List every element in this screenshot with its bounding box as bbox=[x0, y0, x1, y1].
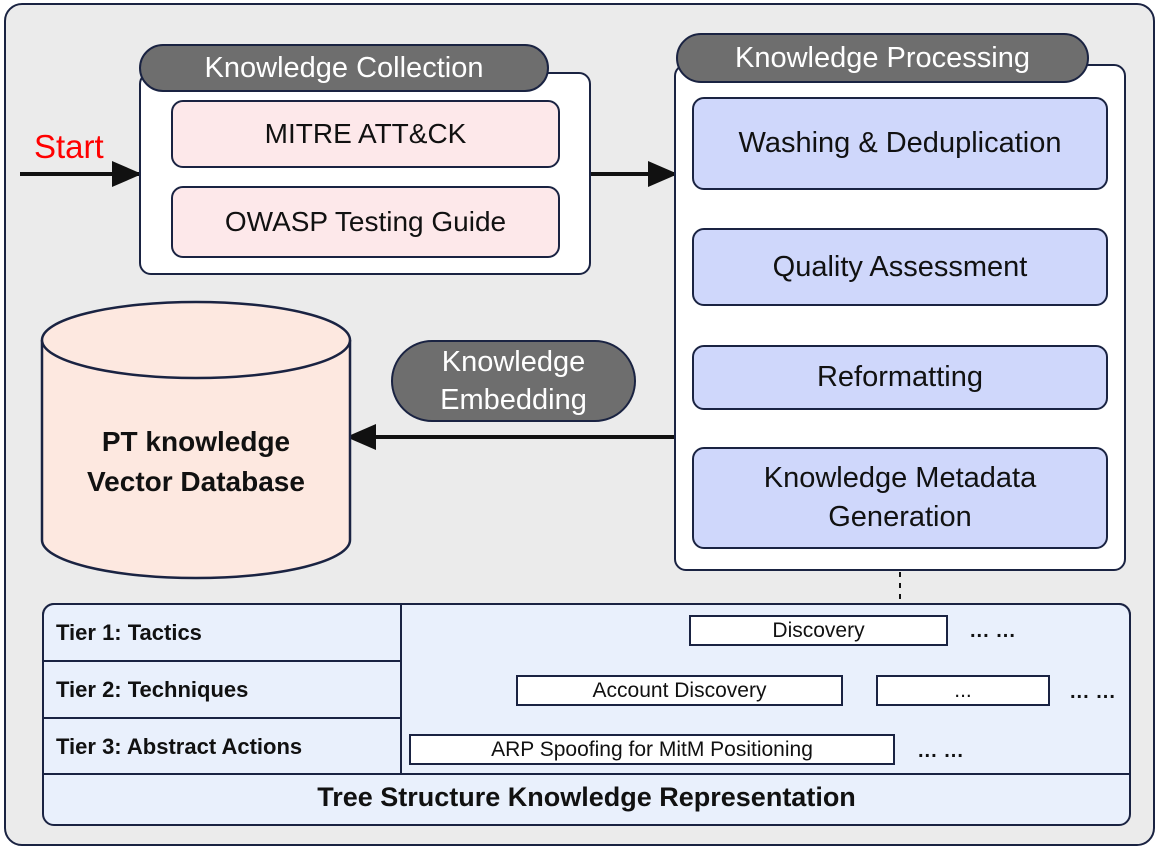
database-line2: Vector Database bbox=[87, 466, 305, 497]
tier-row-divider-2 bbox=[42, 717, 402, 719]
embedding-line2: Embedding bbox=[440, 384, 587, 416]
tree-panel bbox=[42, 603, 1131, 826]
ellipsis-tier2: ... ... bbox=[1070, 681, 1116, 703]
tier-2-label: Tier 2: Techniques bbox=[56, 676, 249, 702]
step-metadata: Knowledge Metadata Generation bbox=[692, 447, 1108, 549]
ellipsis-tier3: ... ... bbox=[918, 740, 964, 762]
database-label: PT knowledge Vector Database bbox=[42, 422, 350, 502]
step-quality: Quality Assessment bbox=[692, 228, 1108, 306]
tree-caption: Tree Structure Knowledge Representation bbox=[317, 782, 856, 812]
source-mitre: MITRE ATT&CK bbox=[171, 100, 560, 168]
processing-title: Knowledge Processing bbox=[676, 33, 1089, 83]
ellipsis-tier1: ... ... bbox=[970, 620, 1016, 642]
tier-1-label: Tier 1: Tactics bbox=[56, 619, 202, 645]
tree-grid bbox=[42, 603, 1131, 775]
step-washing: Washing & Deduplication bbox=[692, 97, 1108, 190]
start-label: Start bbox=[34, 128, 104, 165]
tier-row-divider-1 bbox=[42, 660, 402, 662]
tier-3-label: Tier 3: Abstract Actions bbox=[56, 733, 303, 759]
node-arp-spoofing: ARP Spoofing for MitM Positioning bbox=[409, 734, 895, 765]
database-cylinder bbox=[40, 300, 352, 580]
node-account-discovery: Account Discovery bbox=[516, 675, 843, 706]
embedding-line1: Knowledge bbox=[441, 346, 586, 378]
tier-column-divider bbox=[400, 603, 402, 775]
database-line1: PT knowledge bbox=[101, 426, 291, 457]
source-owasp: OWASP Testing Guide bbox=[171, 186, 560, 258]
embedding-pill: Knowledge Embedding bbox=[391, 340, 636, 422]
node-technique-other: ... bbox=[876, 675, 1050, 706]
node-discovery: Discovery bbox=[689, 615, 948, 646]
step-reformatting: Reformatting bbox=[692, 345, 1108, 410]
collection-title: Knowledge Collection bbox=[139, 44, 549, 92]
